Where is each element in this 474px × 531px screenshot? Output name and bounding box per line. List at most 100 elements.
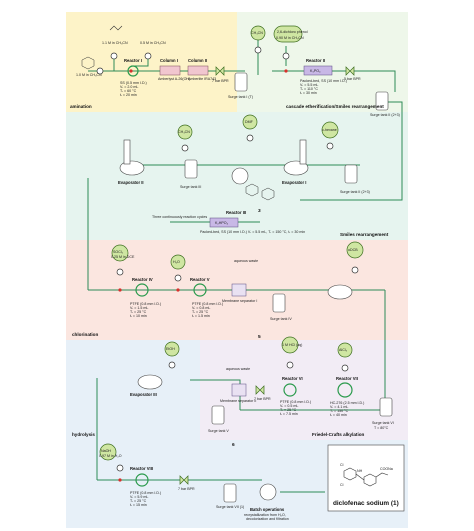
pump-phenol — [282, 52, 290, 60]
reactor1-p1: Vᵣ = 2.0 mL — [120, 85, 138, 89]
reactor5-p2: Tᵣ = 25 °C — [192, 310, 209, 314]
product-cl-a: Cl — [340, 463, 344, 467]
hydrolysis-region — [66, 340, 200, 528]
section-chlorination: chlorination — [72, 332, 98, 337]
alcl3-reservoir — [337, 342, 353, 358]
evaporator2-column — [123, 139, 131, 165]
membrane2-label: Membrane separator II — [220, 399, 256, 403]
aqueous-waste-1: aqueous waste — [234, 259, 258, 263]
bpr4-label: 7 bar BPR — [178, 487, 195, 491]
dichlorophenol-label: 2,6-dichloro phenol — [277, 30, 308, 34]
line-evap3 — [190, 379, 241, 410]
reactor7-p1: Vᵣ = 4.1 mL — [330, 405, 348, 409]
bpr3-label: 7 bar BPR — [254, 397, 271, 401]
ch3cn-reservoir-2 — [177, 124, 193, 140]
reactor1-p0: SS (0.5 mm I.D.) — [120, 81, 147, 85]
reactor8-p2: Tᵣ = 25 °C — [130, 499, 147, 503]
product-cl-b: Cl — [340, 483, 344, 487]
membrane1 — [231, 283, 247, 297]
reactor5-label: Reactor V — [190, 277, 210, 282]
reactor6-label: Reactor VI — [282, 376, 303, 381]
reactor2-bed — [303, 65, 333, 76]
reactor2-p2: Tᵣ = 110 °C — [300, 87, 318, 91]
reactor2-label: Reactor II — [306, 58, 325, 63]
naoh-conc: 0.97 M in H₂O — [99, 454, 122, 458]
reactor3-koh: K₂HPO₄ — [215, 221, 229, 225]
dichlorophenol-reservoir — [273, 25, 303, 43]
evaporator3-label: Evaporator III — [130, 392, 157, 397]
reactor4-p3: tᵣ = 10 min — [130, 314, 147, 318]
surge2-vessel — [375, 91, 389, 111]
socl2-reservoir — [111, 244, 129, 262]
column1 — [159, 65, 181, 76]
chloroacetyl-conc: 1.1 M in CH₃CN — [102, 41, 128, 45]
section-smiles: Smiles rearrangement — [340, 232, 389, 237]
batch-desc2: decolorization and filtration — [246, 517, 289, 521]
reactor1-label: Reactor I — [124, 58, 142, 63]
cycles-label: Three continuously reaction cycles — [152, 215, 207, 219]
pump-aniline — [96, 67, 104, 75]
evaporator1 — [283, 160, 309, 176]
reactor6-p3: tᵣ = 7.5 min — [280, 412, 298, 416]
pump-hcl — [286, 361, 294, 369]
surge8-label: Surge tank VII (1) — [216, 505, 244, 509]
reactor4-p1: Vᵣ = 1.5 mL — [130, 306, 148, 310]
reactor6-p1: Vᵣ = 0.5 mL — [280, 404, 298, 408]
naoh-reservoir — [99, 443, 117, 461]
surge6-vessel — [211, 405, 225, 425]
socl2-conc: 0.25 M in DCE — [111, 255, 135, 259]
surge4-vessel — [344, 164, 358, 184]
reactor8-p3: tᵣ = 15 min — [130, 503, 147, 507]
surge7-vessel — [379, 397, 393, 417]
surge1-vessel — [234, 72, 248, 92]
ch3cn-label-1: CH₃CN — [251, 31, 263, 35]
product-ch2-bond — [375, 472, 389, 478]
pump-chloroacetyl — [110, 52, 118, 60]
reactor1-p2: Tᵣ = 60 °C — [120, 89, 137, 93]
membrane1-label: Membrane separator I — [222, 299, 257, 303]
batch-title: Batch operations — [250, 507, 285, 512]
dichlorophenol-conc: 0.90 M in CH₃CN — [276, 36, 304, 40]
reactor2-p1: Vᵣ = 5.5 mL — [300, 83, 318, 87]
batch-flask — [231, 167, 249, 185]
ch3cn-label-2: CH₃CN — [178, 130, 190, 134]
surge1-label: Surge tank I (T) — [228, 95, 253, 99]
aqueous-waste-2: aqueous waste — [226, 367, 250, 371]
reactor8-p0: PTFE (0.8 mm I.D.) — [130, 491, 161, 495]
product-name: diclofenac sodium (1) — [333, 500, 399, 507]
pump-chexane — [326, 142, 334, 150]
surge5-label: Surge tank IV — [270, 317, 292, 321]
section-cascade: cascade etherification/Smiles rearrangem… — [286, 104, 384, 109]
chexane-label: c-hexane — [322, 128, 337, 132]
membrane2 — [231, 383, 247, 397]
bpr4-valve — [179, 475, 189, 485]
dmf-label: DMF — [245, 120, 254, 124]
surge6-label: Surge tank V — [208, 429, 229, 433]
line-to-smiles — [300, 101, 403, 201]
aniline-conc: 1.0 M in CH₃CN — [76, 73, 102, 77]
aniline-ring — [81, 56, 95, 70]
socl2-label: SOCl₂ — [113, 250, 124, 254]
reactor7-label: Reactor VII — [336, 376, 358, 381]
column2-name: Amberlite IRA743 — [188, 77, 216, 81]
reactor6-p0: PTFE (0.8 mm I.D.) — [280, 400, 311, 404]
chloroacetyl-structure — [109, 25, 123, 31]
reactor2-p3: tᵣ = 30 min — [300, 91, 317, 95]
mixer-2 — [284, 69, 288, 73]
reactor1-coil — [127, 65, 139, 77]
boron-conc: 0.5 M in CH₃CN — [140, 41, 166, 45]
naoh-label: NaOH — [101, 449, 111, 453]
friedel-region — [200, 340, 408, 440]
compound5-number: 5 — [258, 334, 261, 340]
reactor8-coil — [135, 473, 149, 487]
column1-name: Amberlyst A-26(OH) — [158, 77, 190, 81]
pump-odcb — [351, 266, 359, 274]
reactor4-p0: PTFE (0.8 mm I.D.) — [130, 302, 161, 306]
reactor4-label: Reactor IV — [132, 277, 153, 282]
reactor6-p2: Tᵣ = 25 °C — [280, 408, 297, 412]
reactor4-p2: Tᵣ = 25 °C — [130, 310, 147, 314]
etoh-label: EtOH — [166, 347, 175, 351]
reactor5-p1: Vᵣ = 0.8 mL — [192, 306, 210, 310]
mixer-8 — [118, 478, 122, 482]
column2-label: Column II — [188, 58, 207, 63]
